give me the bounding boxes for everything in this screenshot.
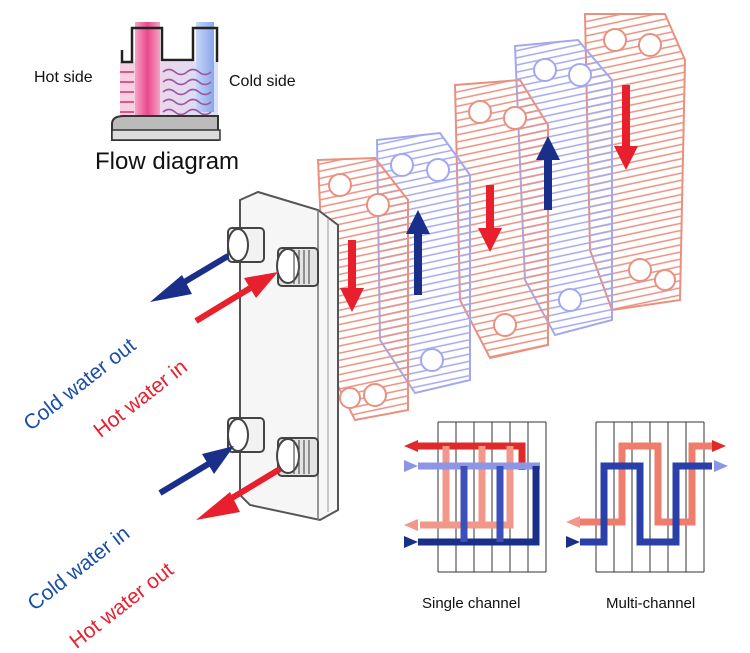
multi-channel-scheme [566,421,728,573]
arrow-hot-in [244,272,278,298]
hot-side-label: Hot side [34,69,93,86]
port-hot-out [276,437,319,477]
port-cold-out [227,227,265,263]
flow-diagram-title: Flow diagram [95,148,240,175]
single-channel-scheme [404,421,547,573]
plate-stack [316,13,687,422]
arrow-cold-in [202,446,234,474]
inset-walls [120,26,219,64]
inset-hot-tube [135,22,160,122]
port-hot-in [276,247,319,287]
inset-hot-ribs [120,71,134,113]
plate-4 [453,78,549,360]
frame-plate [227,190,339,522]
port-arrows [150,253,282,520]
plate-flow-arrows [340,85,638,312]
arrow-cold-out [150,275,192,302]
inset-waves [162,68,212,116]
multi-channel-label: Multi-channel [606,595,696,612]
cold-side-label: Cold side [229,73,296,90]
inset-cold-tube [196,22,214,112]
arrow-hot-out [196,492,240,520]
single-channel-label: Single channel [422,595,521,612]
port-cold-in [227,417,265,453]
flow-diagram-inset [111,22,221,141]
